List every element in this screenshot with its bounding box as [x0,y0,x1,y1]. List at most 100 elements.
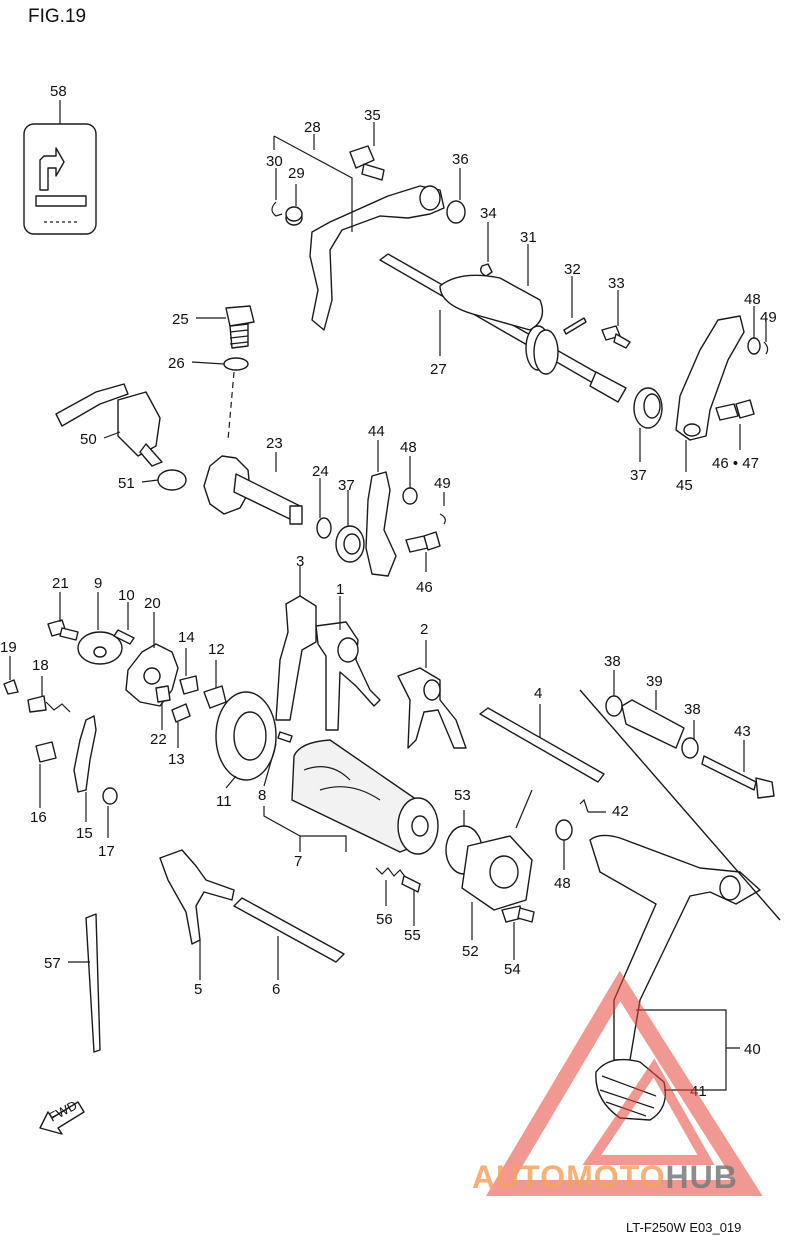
part-55-pin [401,875,421,893]
part-44-lever [365,471,397,577]
callout-6: 6 [272,981,280,998]
callout-35: 35 [364,107,381,124]
callout-30: 30 [266,153,283,170]
callout-32: 32 [564,261,581,278]
part-27-gearshift-shaft [379,253,627,403]
callout-13: 13 [168,751,185,768]
callout-27: 27 [430,361,447,378]
callout-1: 1 [336,581,344,598]
part-15-stopper-plate [73,715,97,793]
part-50-position-switch [55,383,163,467]
part-48-washer-mid [402,487,418,505]
callout-42: 42 [612,803,629,820]
callout-46-mid: 46 [416,579,433,596]
callout-11: 11 [216,793,232,810]
part-32-pin [563,317,587,335]
part-30-clip [271,201,283,217]
callout-5: 5 [194,981,202,998]
callout-48-mid: 48 [400,439,417,456]
callout-37-top: 37 [630,467,647,484]
callout-29: 29 [288,165,305,182]
callout-20: 20 [144,595,161,612]
callout-24: 24 [312,463,329,480]
callout-36: 36 [452,151,469,168]
callout-4: 4 [534,685,542,702]
callout-38-a: 38 [604,653,621,670]
part-45-shift-lever [675,315,745,441]
part-28-shift-arm [309,185,445,331]
callout-50: 50 [80,431,97,448]
part-40-gearshift-pedal [579,689,781,1061]
callout-12: 12 [208,641,225,658]
callout-49-top: 49 [760,309,777,326]
callout-25: 25 [172,311,189,328]
callout-9: 9 [94,575,102,592]
callout-33: 33 [608,275,625,292]
callout-18: 18 [32,657,49,674]
callout-44: 44 [368,423,385,440]
callout-28: 28 [304,119,321,136]
part-9-plate [77,631,123,665]
callout-52: 52 [462,943,479,960]
part-48-washer-low [555,819,573,841]
part-34-clip [479,263,493,277]
callout-54: 54 [504,961,521,978]
callout-38-b: 38 [684,701,701,718]
part-2-shift-fork [397,667,467,749]
part-10-pin [113,629,135,645]
callout-26: 26 [168,355,185,372]
part-38-o-ring-b [681,737,699,759]
callout-39: 39 [646,673,663,690]
part-38-o-ring-a [605,695,623,717]
part-25-plug-bolt [225,305,255,349]
callout-2: 2 [420,621,428,638]
part-52-cover [461,789,533,911]
part-36-washer [446,200,466,224]
callout-8: 8 [258,787,266,804]
part-37-oil-seal-mid [335,525,365,563]
watermark-wordmark: AUTOMOTOHUB [472,1159,737,1195]
part-16-bolt [35,741,57,763]
part-18-spring [27,695,71,713]
part-14-bolt [179,675,199,695]
watermark-brand-part2: HUB [665,1159,737,1195]
part-33-bolt [601,325,631,349]
callout-7: 7 [294,853,302,870]
callout-34: 34 [480,205,497,222]
callout-48-low: 48 [554,875,571,892]
part-4-fork-shaft [479,707,605,783]
fwd-arrow-badge: FWD [39,1098,85,1135]
part-57-cable-tie [85,913,101,1053]
part-49-clip-top [763,341,769,355]
callout-49-mid: 49 [434,475,451,492]
callout-3: 3 [296,553,304,570]
part-19-plug [3,679,19,695]
callout-45: 45 [676,477,693,494]
figure-title: FIG.19 [28,6,86,27]
part-6-fork-shaft [233,897,345,963]
part-29-spring [285,206,303,226]
part-7-cam-drum [291,739,439,855]
callout-17: 17 [98,843,115,860]
callout-10: 10 [118,587,135,604]
callout-labels: 58 35 28 36 30 29 34 31 32 33 48 49 25 2… [0,83,777,1100]
part-11-bearing [215,691,277,781]
callout-56: 56 [376,911,393,928]
leader-lines [9,100,767,1091]
part-46-47-bolt [715,399,755,421]
callout-37-mid: 37 [338,477,355,494]
part-42-cotter-pin [579,798,589,813]
callout-15: 15 [76,825,93,842]
callout-43: 43 [734,723,751,740]
part-24-washer [316,517,332,539]
callout-19: 19 [0,639,17,656]
part-46-bolt-mid [405,531,441,553]
part-3-shift-fork [275,595,317,721]
automotohub-watermark [485,970,763,1196]
callout-16: 16 [30,809,47,826]
part-12-stopper [203,685,227,709]
callout-23: 23 [266,435,283,452]
callout-40: 40 [744,1041,761,1058]
callout-46-47: 46 • 47 [712,455,759,472]
